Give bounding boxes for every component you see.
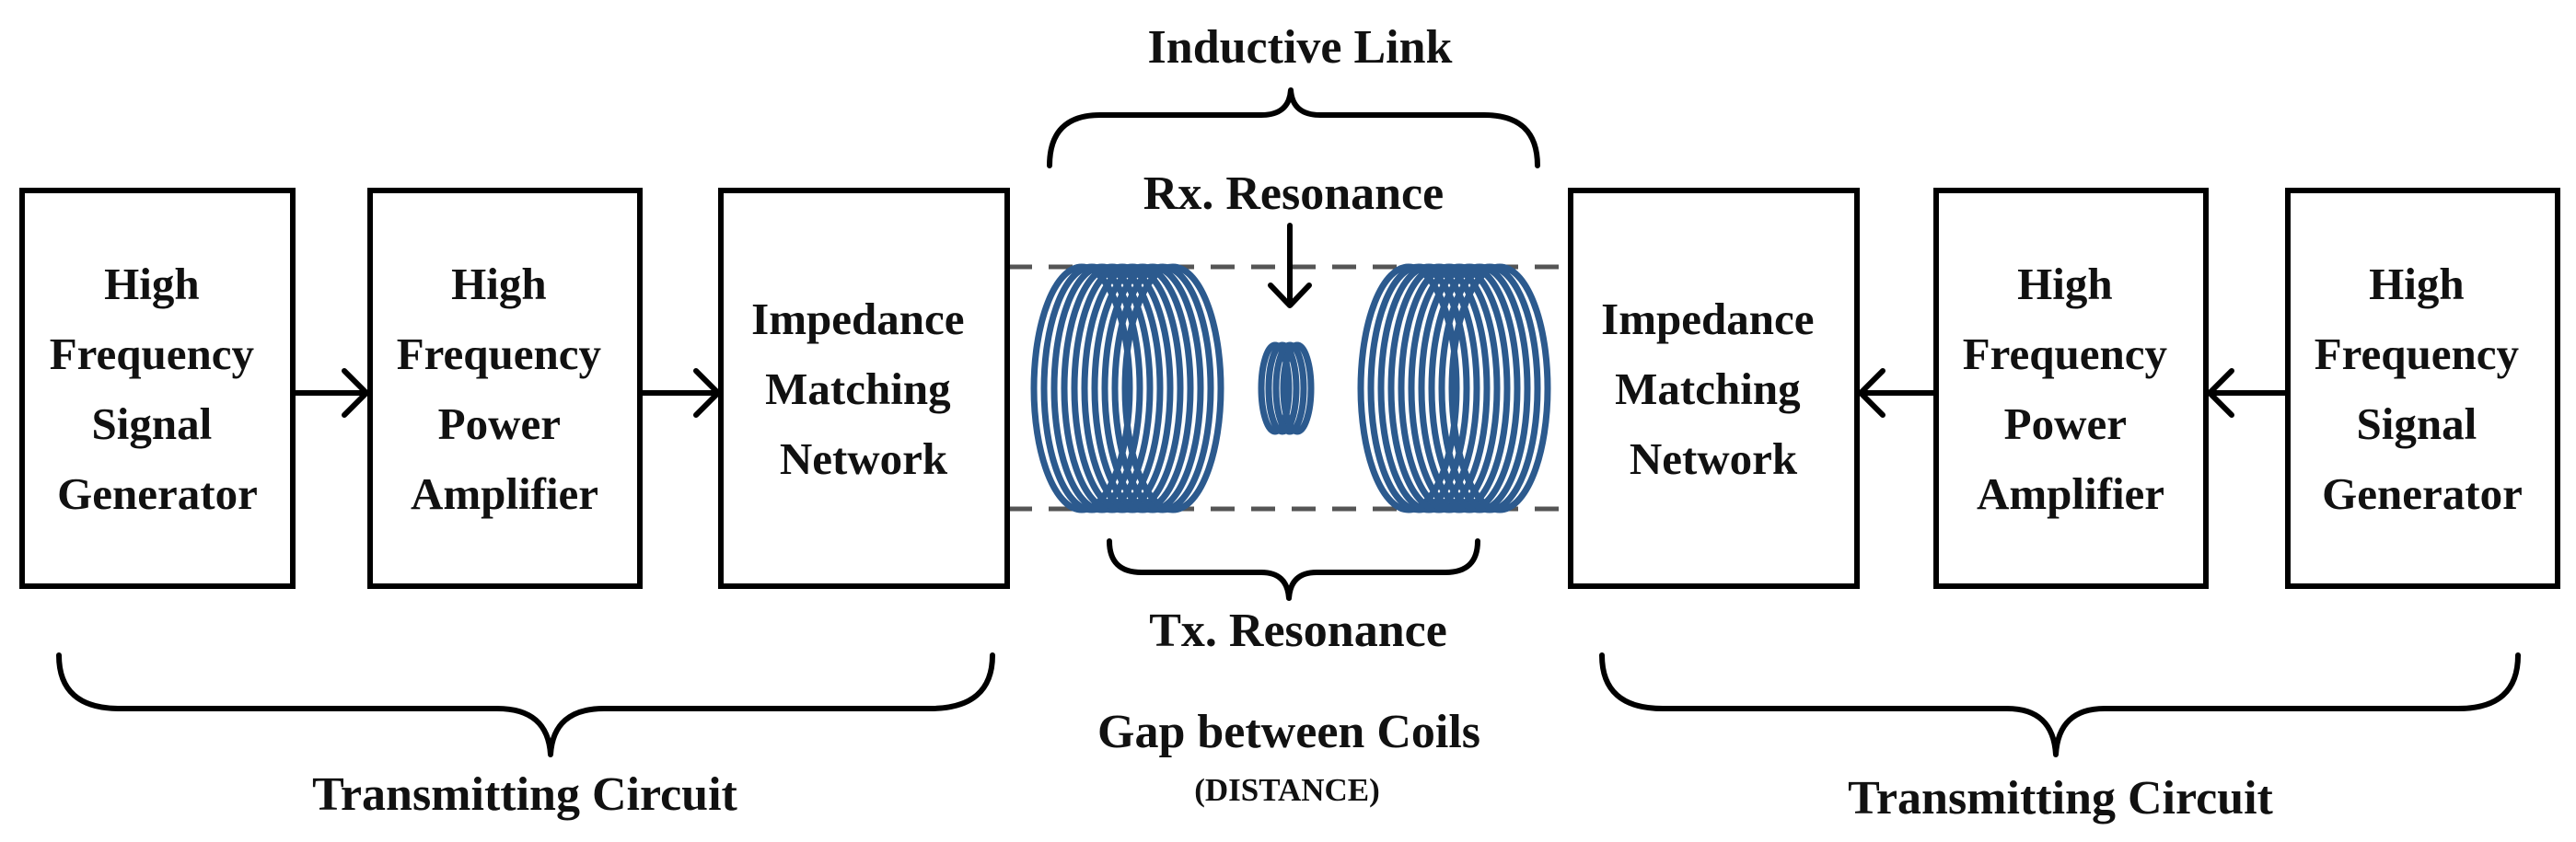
- left-transmitting-circuit-brace: [56, 652, 995, 757]
- left-transmitting-circuit-label: Transmitting Circuit: [312, 768, 737, 821]
- right-impedance-matching-block: Impedance Matching Network: [1568, 188, 1860, 589]
- block-line: High: [451, 259, 546, 309]
- block-line: Signal: [92, 398, 213, 449]
- block-line: Network: [1630, 433, 1798, 484]
- block-line: Frequency: [50, 329, 255, 379]
- block-line: High: [2017, 259, 2112, 309]
- block-line: Frequency: [397, 329, 602, 379]
- svg-text:High Frequency Sig: High Frequency Signal Generator: [50, 259, 266, 519]
- inductive-link-label: Inductive Link: [1148, 21, 1453, 74]
- block-line: Amplifier: [1977, 468, 2164, 519]
- svg-text:Impedance Matching: Impedance Matching Network: [1601, 294, 1826, 484]
- arrow-right-1: [292, 368, 369, 418]
- block-line: Network: [780, 433, 948, 484]
- block-line: Matching: [1615, 363, 1801, 414]
- arrow-left-2: [2207, 368, 2289, 418]
- tx-resonance-brace: [1107, 538, 1480, 601]
- left-impedance-matching-block: Impedance Matching Network: [718, 188, 1010, 589]
- right-power-amplifier-block: High Frequency Power Amplifier: [1933, 188, 2209, 589]
- svg-text:High Frequency Pow: High Frequency Power Amplifier: [1963, 259, 2179, 519]
- left-transmit-coil: [1030, 263, 1224, 513]
- left-signal-generator-block: High Frequency Signal Generator: [19, 188, 296, 589]
- block-line: Impedance: [1601, 294, 1814, 344]
- right-transmitting-circuit-brace: [1599, 652, 2521, 757]
- block-line: High: [104, 259, 199, 309]
- block-line: Frequency: [2315, 329, 2520, 379]
- block-line: Impedance: [751, 294, 964, 344]
- right-transmit-coil: [1357, 263, 1551, 513]
- right-transmitting-circuit-label: Transmitting Circuit: [1848, 772, 2273, 825]
- rx-resonance-arrow: [1268, 223, 1312, 308]
- arrow-left-1: [1858, 368, 1937, 418]
- inductive-link-brace: [1047, 87, 1540, 168]
- left-power-amplifier-block: High Frequency Power Amplifier: [367, 188, 643, 589]
- block-line: High: [2369, 259, 2464, 309]
- block-line: Signal: [2357, 398, 2477, 449]
- block-line: Generator: [57, 468, 258, 519]
- rx-resonance-coil: [1258, 341, 1315, 435]
- svg-text:High Frequency Pow: High Frequency Power Amplifier: [397, 259, 613, 519]
- block-line: Frequency: [1963, 329, 2168, 379]
- rx-resonance-label: Rx. Resonance: [1143, 167, 1444, 220]
- svg-text:Impedance Matching: Impedance Matching Network: [751, 294, 976, 484]
- arrow-right-2: [639, 368, 721, 418]
- svg-text:High Frequency Sig: High Frequency Signal Generator: [2315, 259, 2531, 519]
- block-line: Amplifier: [411, 468, 598, 519]
- distance-label: (DISTANCE): [1194, 772, 1380, 808]
- block-line: Power: [438, 398, 561, 449]
- gap-between-coils-label: Gap between Coils: [1097, 706, 1480, 758]
- block-line: Matching: [765, 363, 951, 414]
- block-line: Power: [2004, 398, 2127, 449]
- right-signal-generator-block: High Frequency Signal Generator: [2285, 188, 2560, 589]
- block-line: Generator: [2322, 468, 2523, 519]
- tx-resonance-label: Tx. Resonance: [1149, 605, 1447, 657]
